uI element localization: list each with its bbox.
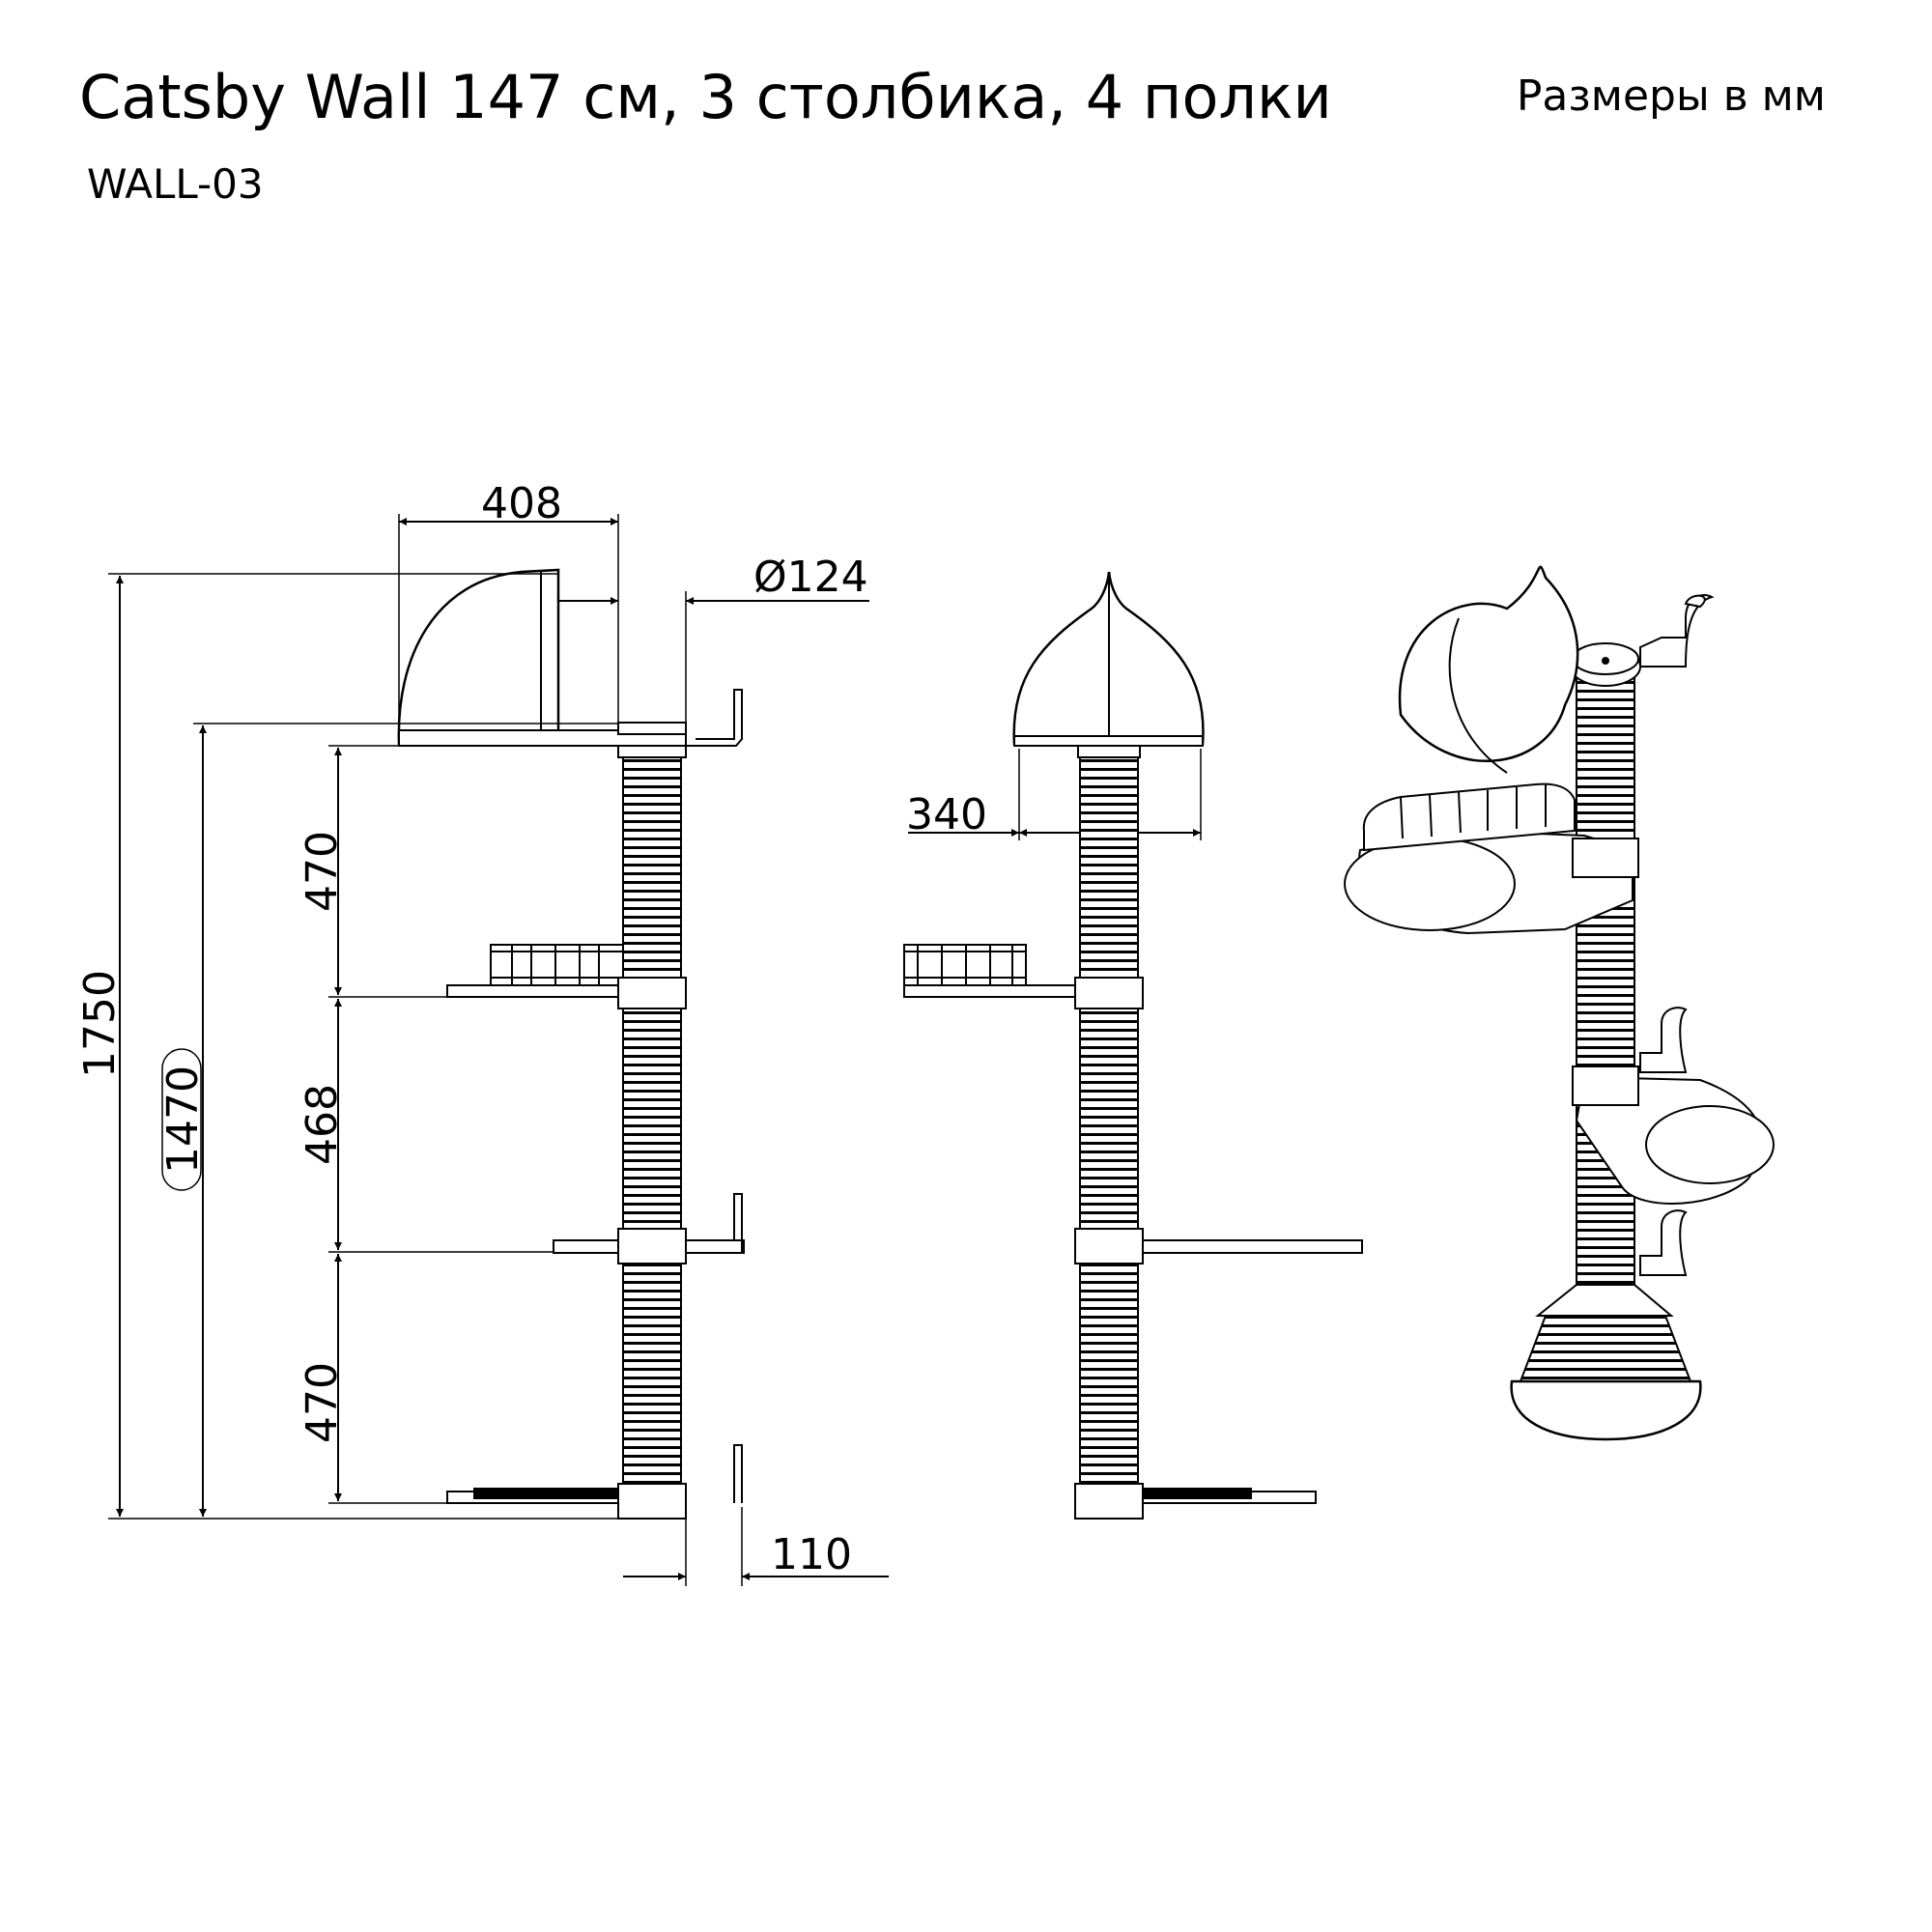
isometric-view [1344, 565, 1775, 1441]
units-note: Размеры в мм [1516, 71, 1826, 121]
dim-installed-height: 1470 [158, 1065, 208, 1174]
dim-segment-bottom: 470 [298, 1362, 347, 1443]
front-view [903, 571, 1363, 1520]
side-top-shelf [398, 729, 687, 747]
dim-post-diameter: Ø124 [753, 553, 868, 602]
side-base-collar [617, 1483, 687, 1520]
iso-hood [1398, 565, 1579, 763]
side-rope-post [622, 753, 682, 1485]
dim-segment-middle: 468 [298, 1084, 347, 1165]
front-rope-post [1079, 753, 1139, 1485]
dim-top-width: 408 [481, 479, 562, 528]
dim-overall-height: 1750 [75, 970, 125, 1078]
dim-segment-top: 470 [298, 831, 347, 912]
iso-rope-post [1576, 666, 1635, 1295]
iso-base [1510, 1379, 1702, 1441]
side-hood [397, 568, 560, 746]
side-rail-shelf [446, 984, 632, 998]
dim-shelf-width: 340 [906, 790, 987, 839]
front-rail-shelf [903, 984, 1079, 998]
side-collar-2 [617, 977, 687, 1009]
front-dimensions: 340 [906, 749, 1202, 840]
side-dimensions: 408 Ø124 1750 1470 470 468 470 110 [75, 479, 889, 1586]
model-code: WALL-03 [87, 160, 264, 208]
dim-bracket-depth: 110 [771, 1530, 852, 1579]
front-mid-shelf [1142, 1239, 1363, 1254]
page-title: Catsby Wall 147 см, 3 столбика, 4 полки [79, 62, 1332, 132]
side-collar-3 [617, 1228, 687, 1264]
side-view [397, 568, 745, 1520]
